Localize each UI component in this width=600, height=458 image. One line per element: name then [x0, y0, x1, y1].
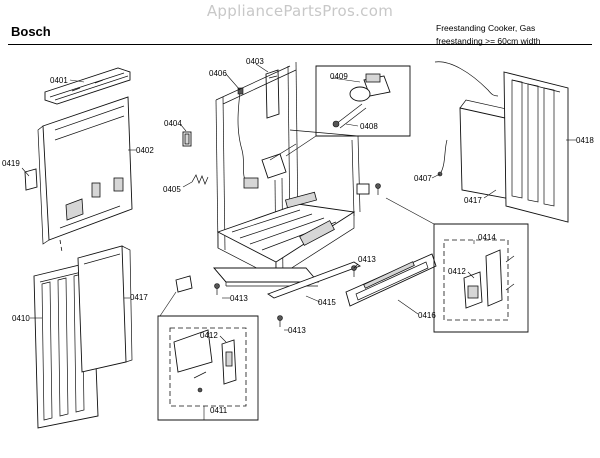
label-0415: 0415	[318, 298, 336, 307]
label-0418: 0418	[576, 136, 594, 145]
label-0413-a: 0413	[230, 294, 248, 303]
label-0413-b: 0413	[288, 326, 306, 335]
cooker-frame	[215, 61, 361, 281]
label-0417-right: 0417	[464, 196, 482, 205]
part-0419-plate	[21, 167, 38, 191]
label-0403: 0403	[246, 57, 264, 66]
part-0406-wiring	[237, 87, 259, 189]
part-0402-back-panel	[37, 96, 133, 253]
part-0416-kick-plate	[345, 253, 437, 307]
part-0403-cover	[265, 69, 280, 119]
part-0414-bracket-detail	[385, 197, 529, 333]
label-0412-left: 0412	[200, 331, 218, 340]
part-0401-top-trim	[44, 67, 131, 105]
leader-lines	[30, 63, 576, 420]
description-line-2: freestanding >= 60cm width	[436, 36, 541, 46]
brand-name: Bosch	[11, 24, 51, 39]
label-0408: 0408	[360, 122, 378, 131]
label-0401: 0401	[50, 76, 68, 85]
description-line-1: Freestanding Cooker, Gas	[436, 23, 536, 33]
label-0419: 0419	[2, 159, 20, 168]
part-0407-pipe	[434, 61, 499, 177]
label-0404: 0404	[164, 119, 182, 128]
part-0404-connector	[180, 124, 192, 147]
label-0402: 0402	[136, 146, 154, 155]
label-0407: 0407	[414, 174, 432, 183]
part-labels: 0401 0402 0419 0404 0405 0406 0403 0409 …	[2, 57, 594, 415]
label-0416: 0416	[418, 311, 436, 320]
part-0415-floor-rail	[213, 261, 361, 299]
part-0413-screws	[214, 183, 381, 327]
label-0409: 0409	[330, 72, 348, 81]
label-0414: 0414	[478, 233, 496, 242]
label-0411: 0411	[210, 406, 228, 415]
screw-d	[375, 183, 381, 195]
model-description: Freestanding Cooker, Gas freestanding >=…	[436, 22, 540, 48]
label-0417-left: 0417	[130, 293, 148, 302]
part-0409-0408-gas-valve	[285, 65, 411, 157]
label-0412-right: 0412	[448, 267, 466, 276]
part-0417-left-inner-panel	[77, 245, 133, 373]
part-0418-right-side-panel	[503, 71, 569, 223]
screw-a	[214, 283, 220, 295]
label-0405: 0405	[163, 185, 181, 194]
screw-c	[351, 265, 357, 277]
watermark: AppliancePartsPros.com	[206, 2, 394, 20]
part-0405-spring	[182, 174, 209, 188]
header-divider	[8, 44, 592, 45]
screw-b	[277, 315, 283, 327]
label-0406: 0406	[209, 69, 227, 78]
label-0413-c: 0413	[358, 255, 376, 264]
part-0411-bracket-detail	[157, 275, 259, 421]
label-0410: 0410	[12, 314, 30, 323]
